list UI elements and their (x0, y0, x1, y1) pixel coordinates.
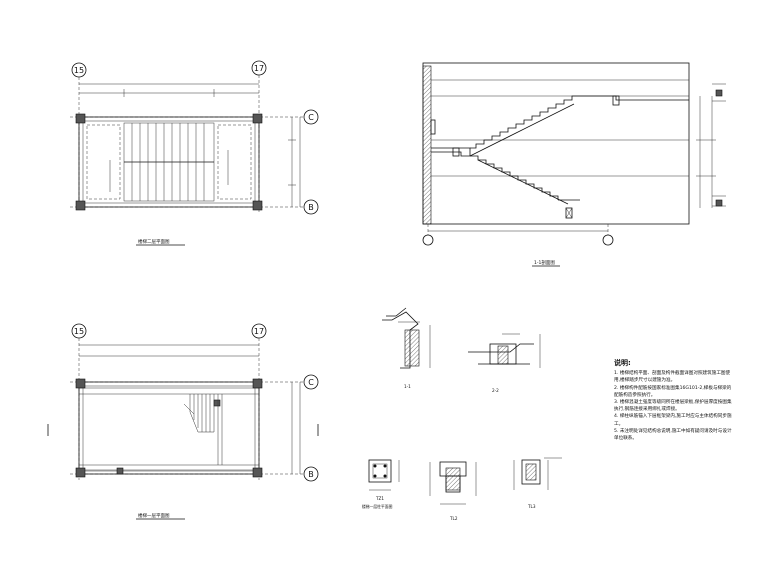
note-item-5: 5. 未注明处详见结构总说明,施工中如有疑问请及时与设计单位联系。 (614, 428, 732, 442)
axis-label-17: 17 (254, 64, 264, 73)
axis-bubble-15-section (422, 234, 434, 246)
axis-bubble-c-1f (303, 374, 319, 390)
caption-detail-2-2: 2-2 (492, 388, 499, 393)
detail-1-1: 1-1 (382, 307, 431, 389)
note-item-1: 1. 楼梯结构平面、剖面及构件截面详图对照建筑施工图使用,楼梯踏步尺寸以建施为准… (614, 371, 731, 384)
caption-tl2: TL2 (449, 516, 458, 521)
stair-section: 1-1剖面图 (422, 62, 726, 267)
axis-label-b-1f: B (308, 470, 314, 479)
detail-tl3: TL3 (513, 457, 562, 509)
caption-tl3: TL3 (527, 504, 536, 509)
axis-label-17-1f: 17 (254, 327, 264, 336)
caption-detail-1-1: 1-1 (404, 384, 411, 389)
first-floor-plan: 15 17 C B (47, 323, 319, 520)
caption-1f-plan: 楼梯一层平面图 (138, 512, 170, 519)
design-notes: 说明: 1. 楼梯结构平面、剖面及构件截面详图对照建筑施工图使用,楼梯踏步尺寸以… (614, 359, 732, 442)
axis-bubble-17-section (602, 234, 614, 246)
axis-label-b: B (308, 203, 314, 212)
note-item-3: 3. 楼梯混凝土强度等级同所在楼层梁板,保护层厚度按图集执行,钢筋连接采用绑扎或… (614, 400, 732, 413)
axis-label-c: C (308, 113, 314, 122)
caption-section: 1-1剖面图 (534, 259, 555, 266)
stair-treads-2f (123, 122, 215, 202)
caption-tz1: TZ1 (375, 496, 384, 501)
second-floor-plan: 15 17 C B (70, 60, 319, 246)
axis-label-c-1f: C (308, 378, 314, 387)
detail-tz1: TZ1 楼梯一层柱平面图 (362, 459, 400, 509)
note-item-2: 2. 楼梯构件配筋按国家标准图集16G101-2,梯板与梯梁的配筋构造参照执行。 (614, 385, 732, 398)
detail-tl2: TL2 (429, 461, 477, 521)
caption-tz1-sub: 楼梯一层柱平面图 (362, 504, 393, 509)
axis-bubble-c (303, 109, 319, 125)
axis-label-15-1f: 15 (74, 327, 84, 336)
note-item-4: 4. 梯柱纵筋锚入下层框架梁内,施工时应与主体结构同步施工。 (614, 414, 732, 427)
detail-2-2: 2-2 (468, 333, 541, 393)
stair-treads-1f (183, 394, 215, 433)
axis-bubble-b-1f (303, 466, 319, 482)
axis-bubble-b (303, 199, 319, 215)
caption-2f-plan: 楼梯二层平面图 (138, 238, 170, 245)
notes-title: 说明: (614, 359, 631, 367)
axis-label-15: 15 (74, 66, 84, 75)
